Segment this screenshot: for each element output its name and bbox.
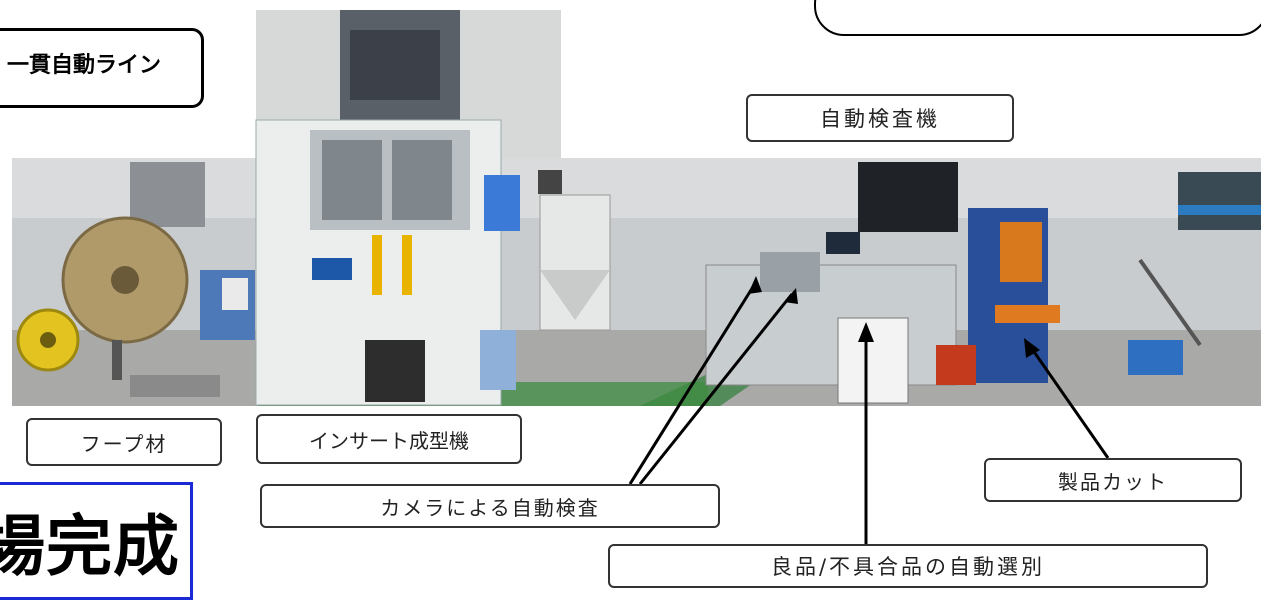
title-line-text: 一貫自動ライン <box>7 53 162 78</box>
arrow-product-cut <box>1028 345 1110 459</box>
sorting-bin <box>837 317 909 404</box>
arrowhead-camera-1 <box>748 276 762 294</box>
annotation-arrows <box>628 281 1110 545</box>
label-auto-inspection-machine: 自動検査機 <box>746 94 1014 142</box>
arrowhead-product-cut <box>1024 338 1040 358</box>
title-label-box: 一貫自動ライン <box>0 28 204 108</box>
arrowhead-camera-2 <box>784 288 798 304</box>
arrow-camera-1 <box>628 281 758 485</box>
arrow-camera-2 <box>638 293 794 485</box>
big-title-text: 場完成 <box>0 508 180 585</box>
label-auto-sorting: 良品/不具合品の自動選別 <box>608 544 1208 588</box>
label-insert-molding-machine: インサート成型機 <box>256 414 522 464</box>
label-hoop-material: フープ材 <box>26 418 222 466</box>
arrowhead-sorting <box>858 322 874 342</box>
top-right-frame <box>814 0 1261 36</box>
inspection-monitor <box>826 232 860 254</box>
big-title-box: 場完成 <box>0 482 193 600</box>
label-product-cut: 製品カット <box>984 458 1242 502</box>
label-camera-inspection: カメラによる自動検査 <box>260 484 720 528</box>
auto-inspection-machine <box>705 264 957 386</box>
operator-chair <box>365 340 425 402</box>
control-panel-screen <box>484 175 520 231</box>
right-shelf <box>1178 172 1261 230</box>
